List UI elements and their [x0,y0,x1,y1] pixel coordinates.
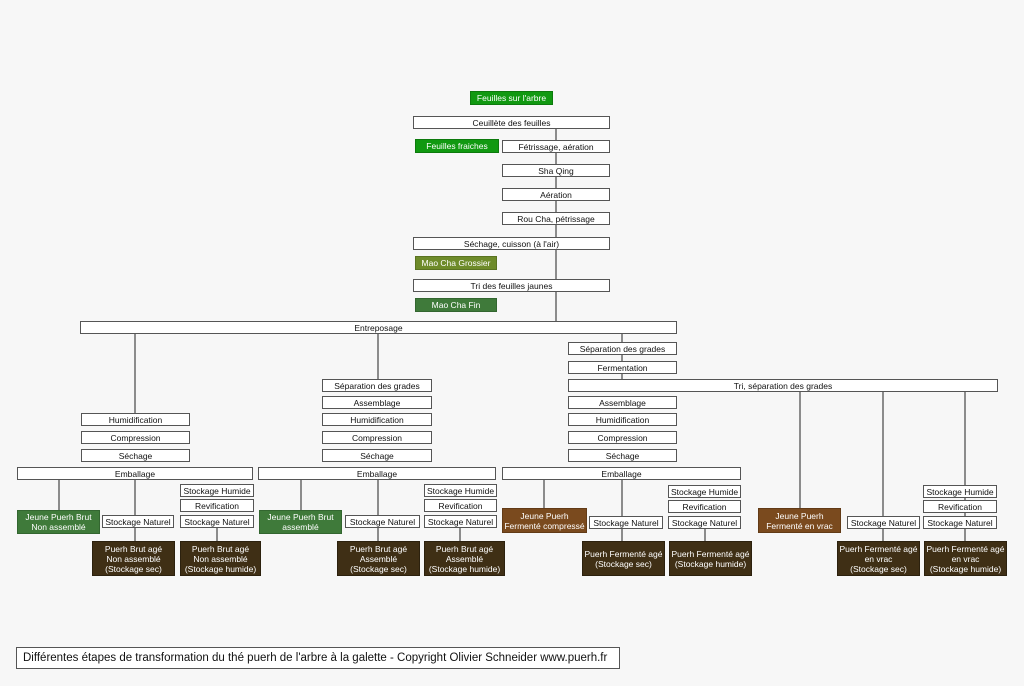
node-stockage-naturel: Stockage Naturel [589,516,663,529]
node-humidification: Humidification [568,413,677,426]
node-jeune-brut-ass: Jeune Puerh Brut assemblé [259,510,342,534]
node-stockage-naturel: Stockage Naturel [923,516,997,529]
node-revification: Revification [180,499,254,512]
node-brut-age-non-sec: Puerh Brut agé Non assemblé (Stockage se… [92,541,175,576]
node-humidification: Humidification [81,413,190,426]
node-emballage: Emballage [502,467,741,480]
node-tri-separation: Tri, séparation des grades [568,379,998,392]
node-assemblage: Assemblage [322,396,432,409]
node-assemblage: Assemblage [568,396,677,409]
node-stockage-naturel: Stockage Naturel [102,515,174,528]
node-aeration: Aération [502,188,610,201]
node-brut-age-non-hum: Puerh Brut agé Non assemblé (Stockage hu… [180,541,261,576]
node-revification: Revification [923,500,997,513]
node-humidification: Humidification [322,413,432,426]
node-stockage-naturel: Stockage Naturel [847,516,920,529]
node-emballage: Emballage [17,467,253,480]
node-cueillette: Ceuillète des feuilles [413,116,610,129]
node-stockage-humide: Stockage Humide [424,484,497,497]
node-separation-grades: Séparation des grades [568,342,677,355]
node-stockage-humide: Stockage Humide [180,484,254,497]
node-compression: Compression [568,431,677,444]
node-sechage: Séchage [81,449,190,462]
node-stockage-naturel: Stockage Naturel [668,516,741,529]
node-ferm-age-vrac-sec: Puerh Fermenté agé en vrac (Stockage sec… [837,541,920,576]
node-ferm-age-vrac-hum: Puerh Fermenté agé en vrac (Stockage hum… [924,541,1007,576]
node-stockage-naturel: Stockage Naturel [424,515,497,528]
node-jeune-brut-non: Jeune Puerh Brut Non assemblé [17,510,100,534]
node-sechage-cuisson: Séchage, cuisson (à l'air) [413,237,610,250]
node-feuilles-arbre: Feuilles sur l'arbre [470,91,553,105]
node-ferm-age-hum: Puerh Fermenté agé (Stockage humide) [669,541,752,576]
node-emballage: Emballage [258,467,496,480]
node-revification: Revification [424,499,497,512]
node-sechage: Séchage [322,449,432,462]
node-stockage-humide: Stockage Humide [923,485,997,498]
node-jeune-ferm-vrac: Jeune Puerh Fermenté en vrac [758,508,841,533]
node-tri-feuilles: Tri des feuilles jaunes [413,279,610,292]
node-sechage: Séchage [568,449,677,462]
node-compression: Compression [322,431,432,444]
node-fermentation: Fermentation [568,361,677,374]
node-entreposage: Entreposage [80,321,677,334]
node-separation-grades: Séparation des grades [322,379,432,392]
node-sha-qing: Sha Qing [502,164,610,177]
node-brut-age-ass-hum: Puerh Brut agé Assemblé (Stockage humide… [424,541,505,576]
copyright-caption: Différentes étapes de transformation du … [16,647,620,669]
node-jeune-ferm-comp: Jeune Puerh Fermenté compressé [502,508,587,533]
node-brut-age-ass-sec: Puerh Brut agé Assemblé (Stockage sec) [337,541,420,576]
node-revification: Revification [668,500,741,513]
node-mao-cha-fin: Mao Cha Fin [415,298,497,312]
node-stockage-humide: Stockage Humide [668,485,741,498]
node-mao-cha-grossier: Mao Cha Grossier [415,256,497,270]
node-rou-cha: Rou Cha, pétrissage [502,212,610,225]
node-ferm-age-sec: Puerh Fermenté agé (Stockage sec) [582,541,665,576]
node-stockage-naturel: Stockage Naturel [345,515,420,528]
node-stockage-naturel: Stockage Naturel [180,515,254,528]
node-compression: Compression [81,431,190,444]
node-feuilles-fraiches: Feuilles fraiches [415,139,499,153]
node-fetrissage: Fétrissage, aération [502,140,610,153]
